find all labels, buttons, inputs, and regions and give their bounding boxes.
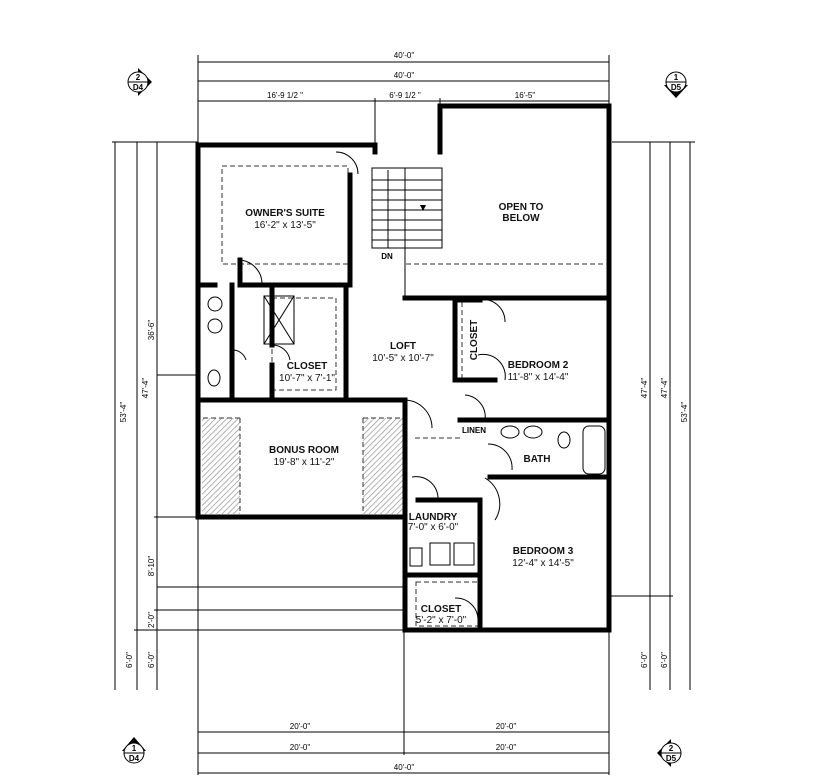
svg-text:10'-7" x 7'-1": 10'-7" x 7'-1" (279, 373, 335, 384)
svg-text:D5: D5 (666, 754, 677, 763)
svg-text:LAUNDRY: LAUNDRY (409, 512, 458, 523)
dim-left-lower-b: 2'-0" (147, 612, 156, 628)
lower-level-outline (197, 517, 405, 631)
svg-text:BEDROOM 3: BEDROOM 3 (513, 546, 574, 557)
room-bedroom3-closet: CLOSET 5'-2" x 7'-0" (416, 604, 467, 626)
sink-icon (207, 318, 223, 334)
svg-text:D5: D5 (671, 83, 682, 92)
section-marker-top-left: 2 D4 (127, 68, 152, 96)
svg-text:LOFT: LOFT (390, 341, 416, 352)
svg-text:BEDROOM 2: BEDROOM 2 (508, 360, 569, 371)
svg-text:CLOSET: CLOSET (287, 361, 328, 372)
svg-text:16'-2" x 13'-5": 16'-2" x 13'-5" (254, 220, 316, 231)
room-owners-closet: CLOSET 10'-7" x 7'-1" (279, 361, 335, 384)
room-bonus-room: BONUS ROOM 19'-8" x 11'-2" (269, 445, 339, 468)
walls (195, 103, 612, 633)
dim-left-upper: 36'-6" (147, 320, 156, 341)
bottom-dimensions: 20'-0" 20'-0" 20'-0" 20'-0" 40'-0" (197, 630, 610, 775)
svg-text:7'-0" x 6'-0": 7'-0" x 6'-0" (408, 522, 459, 533)
low-ceiling-hatch-right (363, 418, 403, 514)
room-owners-suite: OWNER'S SUITE 16'-2" x 13'-5" (245, 208, 325, 231)
shower-icon (263, 295, 295, 345)
dryer-icon (453, 542, 475, 566)
stair-direction-arrow-icon (420, 205, 426, 211)
dim-top-seg-2: 6'-9 1/2 " (389, 91, 421, 100)
dim-left-mid: 47'-4" (141, 378, 150, 399)
dim-right-bottom-1: 6'-0" (640, 652, 649, 668)
svg-text:1: 1 (132, 744, 137, 753)
room-open-to-below: OPEN TO BELOW (499, 202, 544, 224)
left-dimensions: 53'-4" 47'-4" 36'-6" 8'-10" 2'-0" 6'-0" … (112, 141, 198, 690)
svg-text:19'-8" x 11'-2": 19'-8" x 11'-2" (274, 457, 335, 468)
stairs (371, 167, 443, 298)
fixtures (207, 295, 606, 567)
svg-text:5'-2" x 7'-0": 5'-2" x 7'-0" (416, 615, 467, 626)
low-ceiling-hatch-left (202, 418, 240, 514)
toilet-icon (207, 369, 221, 387)
dim-top-seg-3: 16'-5" (515, 91, 536, 100)
room-bedroom2-closet: CLOSET (469, 320, 480, 361)
dim-left-overall: 53'-4" (119, 402, 128, 423)
dim-left-bottom-2: 6'-0" (147, 652, 156, 668)
svg-text:BONUS ROOM: BONUS ROOM (269, 445, 339, 456)
dim-left-bottom-1: 6'-0" (125, 652, 134, 668)
svg-text:11'-8" x 14'-4": 11'-8" x 14'-4" (508, 372, 569, 383)
svg-text:10'-5" x 10'-7": 10'-5" x 10'-7" (372, 353, 434, 364)
sink-icon (207, 296, 223, 312)
svg-text:OPEN TO: OPEN TO (499, 202, 544, 213)
door-swings (231, 151, 513, 621)
bathtub-icon (582, 425, 606, 475)
room-loft: LOFT 10'-5" x 10'-7" (372, 341, 434, 364)
right-dimensions: 47'-4" 47'-4" 53'-4" 6'-0" 6'-0" (609, 141, 695, 690)
room-bedroom2: BEDROOM 2 11'-8" x 14'-4" (508, 360, 569, 383)
sink-icon (523, 425, 543, 439)
stairs-down-label: DN (381, 252, 393, 261)
section-marker-top-right: 1 D5 (664, 71, 688, 98)
svg-text:D4: D4 (129, 754, 140, 763)
dim-bottom-row1-left: 20'-0" (290, 722, 311, 731)
svg-text:12'-4" x 14'-5": 12'-4" x 14'-5" (512, 558, 574, 569)
svg-text:CLOSET: CLOSET (421, 604, 462, 615)
dim-top-overall-2: 40'-0" (394, 71, 415, 80)
dim-left-lower-a: 8'-10" (147, 556, 156, 577)
svg-text:2: 2 (136, 73, 141, 82)
svg-text:1: 1 (674, 73, 679, 82)
top-dimensions: 40'-0" 40'-0" 16'-9 1/2 " 6'-9 1/2 " 16'… (197, 51, 610, 145)
washer-icon (429, 542, 451, 566)
room-linen: LINEN (462, 426, 486, 435)
section-marker-bottom-right: 2 D5 (657, 739, 682, 767)
dim-bottom-row1-right: 20'-0" (496, 722, 517, 731)
room-bath: BATH (523, 454, 550, 465)
svg-text:BELOW: BELOW (502, 213, 540, 224)
dim-top-seg-1: 16'-9 1/2 " (267, 91, 303, 100)
dim-right-inner: 47'-4" (640, 378, 649, 399)
utility-sink-icon (409, 547, 423, 567)
room-bedroom3: BEDROOM 3 12'-4" x 14'-5" (512, 546, 574, 569)
dim-top-overall-1: 40'-0" (394, 51, 415, 60)
svg-text:D4: D4 (133, 83, 144, 92)
dim-bottom-row2-right: 20'-0" (496, 743, 517, 752)
dim-bottom-overall: 40'-0" (394, 763, 415, 772)
dim-right-bottom-2: 6'-0" (660, 652, 669, 668)
dim-right-mid: 47'-4" (660, 378, 669, 399)
svg-text:OWNER'S SUITE: OWNER'S SUITE (245, 208, 325, 219)
section-marker-bottom-left: 1 D4 (122, 737, 146, 764)
room-laundry: LAUNDRY 7'-0" x 6'-0" (408, 512, 459, 533)
dim-right-overall: 53'-4" (680, 402, 689, 423)
sink-icon (500, 425, 520, 439)
dim-bottom-row2-left: 20'-0" (290, 743, 311, 752)
svg-text:2: 2 (669, 744, 674, 753)
toilet-icon (557, 431, 571, 449)
